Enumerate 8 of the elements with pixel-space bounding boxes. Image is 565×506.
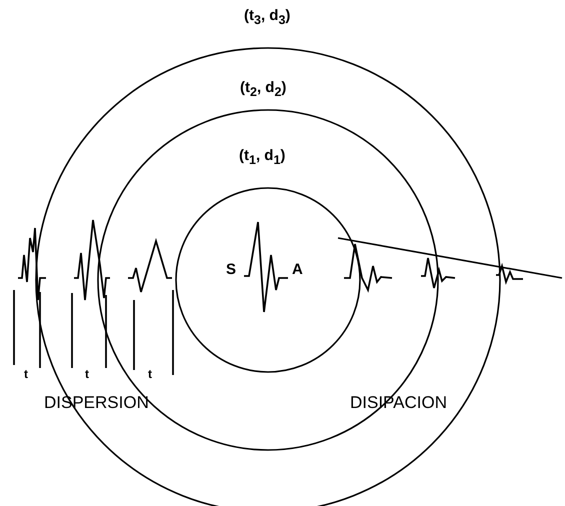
time-label: t [148, 368, 152, 380]
time-label: t [85, 368, 89, 380]
time-distance-label: (t$_{3}$, d$_{3}$) [244, 8, 290, 26]
time-distance-label: (t$_{2}$, d$_{2}$) [240, 80, 286, 98]
wave-point-label: S [226, 262, 236, 277]
time-distance-label: (t$_{1}$, d$_{1}$) [239, 148, 286, 166]
time-label: t [24, 368, 28, 380]
wave-point-label: A [292, 262, 303, 277]
